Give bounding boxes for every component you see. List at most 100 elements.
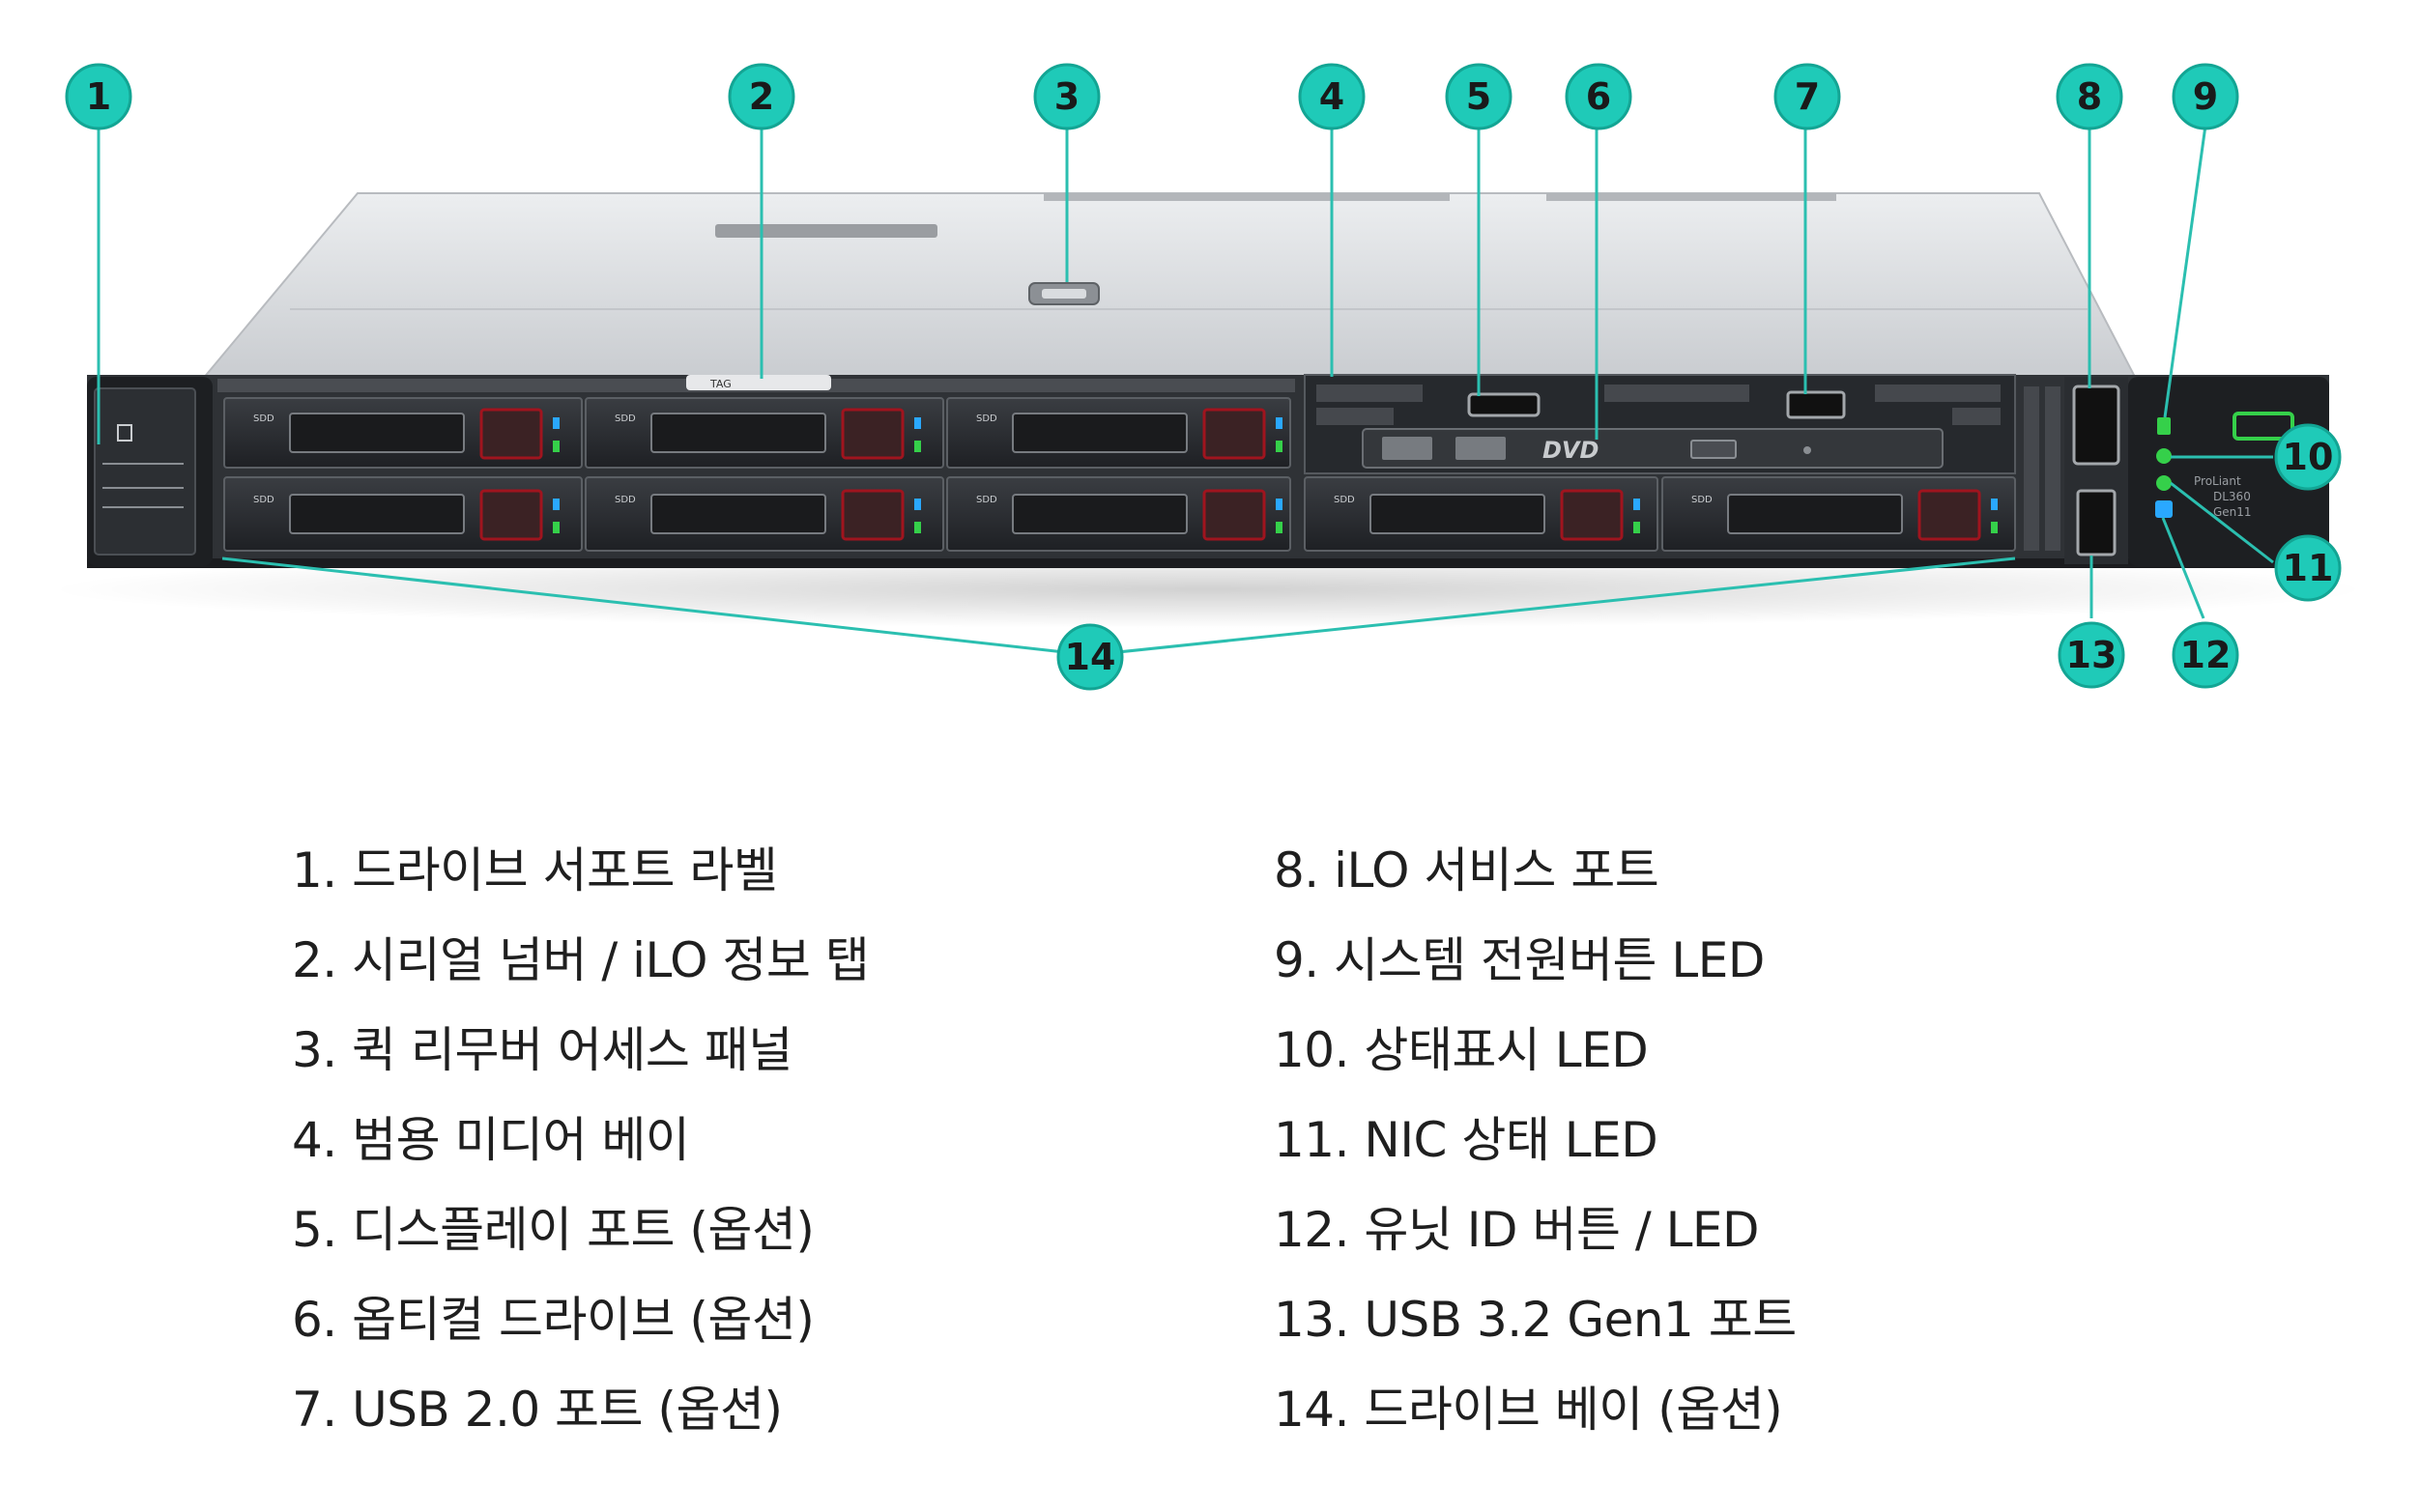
server-front-diagram: TAG <box>48 63 2368 691</box>
drive-led-blue <box>553 499 560 510</box>
model-text-2: DL360 <box>2213 490 2251 503</box>
callout-number: 12 <box>2180 634 2232 676</box>
drive-tray-label: SDD <box>253 495 274 505</box>
drive-latch[interactable] <box>479 489 543 541</box>
drive-tray-label: SDD <box>615 414 636 424</box>
callout-6: 6 <box>1565 63 1632 130</box>
drive-handle <box>650 413 826 453</box>
legend-item: 4. 범용 미디어 베이 <box>292 1112 690 1168</box>
legend-right-column: 8. iLO 서비스 포트 9. 시스템 전원버튼 LED 10. 상태표시 L… <box>1274 826 1797 1455</box>
drive-led-green <box>1991 522 1998 533</box>
drive-tray-label: SDD <box>1691 495 1713 505</box>
legend-item: 8. iLO 서비스 포트 <box>1274 842 1659 899</box>
callout-markers: 1 2 3 4 5 6 7 8 9 10 11 12 13 14 <box>65 63 2342 691</box>
drive-latch[interactable] <box>1202 489 1266 541</box>
callout-13: 13 <box>2058 621 2125 689</box>
callout-number: 1 <box>86 75 111 118</box>
drive-latch[interactable] <box>841 489 905 541</box>
drive-latch[interactable] <box>479 408 543 460</box>
callout-number: 11 <box>2283 547 2334 589</box>
drive-latch[interactable] <box>1917 489 1981 541</box>
drive-release-latches <box>479 408 1981 541</box>
callout-number: 6 <box>1586 75 1611 118</box>
dvd-logo: DVD <box>1542 437 1599 464</box>
callout-number: 7 <box>1795 75 1820 118</box>
legend-item: 12. 유닛 ID 버튼 / LED <box>1274 1202 1760 1258</box>
media-bay-vents <box>1316 385 2001 425</box>
callout-8: 8 <box>2056 63 2123 130</box>
callout-7: 7 <box>1773 63 1841 130</box>
model-text: ProLiant <box>2194 474 2241 488</box>
hpe-logo <box>2233 412 2294 441</box>
drive-led-blue <box>914 499 921 510</box>
callout-1: 1 <box>65 63 132 130</box>
leader-lines <box>97 125 2274 657</box>
top-cover-text-2 <box>1546 193 1836 201</box>
drive-led-blue <box>1633 499 1640 510</box>
right-rack-ear <box>2128 377 2329 566</box>
callout-number: 2 <box>749 75 774 118</box>
ilo-service-port[interactable] <box>2072 385 2120 466</box>
uid-button-led[interactable] <box>2155 500 2173 518</box>
leader-line-11 <box>2170 481 2274 564</box>
usb-2-port[interactable] <box>1786 390 1846 419</box>
drive-tray-label: SDD <box>253 414 274 424</box>
server-shadow <box>48 551 2368 628</box>
drive-handle <box>289 413 465 453</box>
drive-led-green <box>914 522 921 533</box>
pull-tab-text: TAG <box>709 378 732 390</box>
optical-activity-led <box>1803 446 1811 454</box>
drive-led-blue <box>1276 417 1282 429</box>
callout-3: 3 <box>1033 63 1101 130</box>
drive-led-blue <box>1991 499 1998 510</box>
callout-12: 12 <box>2172 621 2239 689</box>
callout-14: 14 <box>1056 623 1124 691</box>
drive-led-blue <box>553 417 560 429</box>
drive-latch[interactable] <box>1202 408 1266 460</box>
legend-left-column: 1. 드라이브 서포트 라벨 2. 시리얼 넘버 / iLO 정보 탭 3. 퀵… <box>292 826 870 1455</box>
legend-item: 3. 퀵 리무버 어세스 패널 <box>292 1022 792 1078</box>
model-text-3: Gen11 <box>2213 505 2252 519</box>
power-button-led[interactable] <box>2157 417 2171 435</box>
support-label-icon <box>117 424 132 442</box>
drive-latch[interactable] <box>841 408 905 460</box>
callout-4: 4 <box>1298 63 1366 130</box>
drive-tray-labels: SDD SDD SDD SDD SDD SDD SDD SDD <box>253 414 1713 505</box>
callout-number: 14 <box>1065 636 1116 678</box>
vent-slot <box>2045 386 2060 551</box>
legend-item: 9. 시스템 전원버튼 LED <box>1274 932 1765 988</box>
drive-support-label <box>94 387 196 556</box>
drive-tray-label: SDD <box>976 414 997 424</box>
health-led <box>2156 448 2172 464</box>
legend-item: 7. USB 2.0 포트 (옵션) <box>292 1382 783 1438</box>
drive-led-green <box>1633 522 1640 533</box>
vent-slot <box>1604 385 1749 402</box>
drive-led-green <box>1276 441 1282 452</box>
nic-status-led <box>2156 475 2172 491</box>
callout-number: 10 <box>2283 436 2334 478</box>
drive-handle <box>1012 494 1188 534</box>
legend-item: 2. 시리얼 넘버 / iLO 정보 탭 <box>292 932 870 988</box>
serial-pull-tab[interactable] <box>686 375 831 390</box>
legend-item: 10. 상태표시 LED <box>1274 1022 1649 1078</box>
optical-drive-badge <box>1382 437 1432 460</box>
leader-line-9 <box>2163 125 2207 418</box>
callout-2: 2 <box>728 63 795 130</box>
optical-eject-button[interactable] <box>1690 440 1737 459</box>
drive-led-blue <box>1276 499 1282 510</box>
drive-led-green <box>553 522 560 533</box>
top-cover-text <box>1044 193 1450 201</box>
optical-drive[interactable] <box>1362 428 1944 469</box>
legend-item: 1. 드라이브 서포트 라벨 <box>292 842 778 899</box>
display-port[interactable] <box>1467 392 1541 417</box>
drive-handle <box>1012 413 1188 453</box>
leader-line-14a <box>221 556 1091 657</box>
drive-led-blue <box>914 417 921 429</box>
callout-11: 11 <box>2274 534 2342 602</box>
legend-item: 5. 디스플레이 포트 (옵션) <box>292 1202 815 1258</box>
callout-number: 4 <box>1319 75 1344 118</box>
callout-number: 5 <box>1466 75 1491 118</box>
access-panel-latch-inner <box>1042 289 1086 299</box>
drive-latch[interactable] <box>1560 489 1624 541</box>
usb-3-port[interactable] <box>2076 489 2117 556</box>
